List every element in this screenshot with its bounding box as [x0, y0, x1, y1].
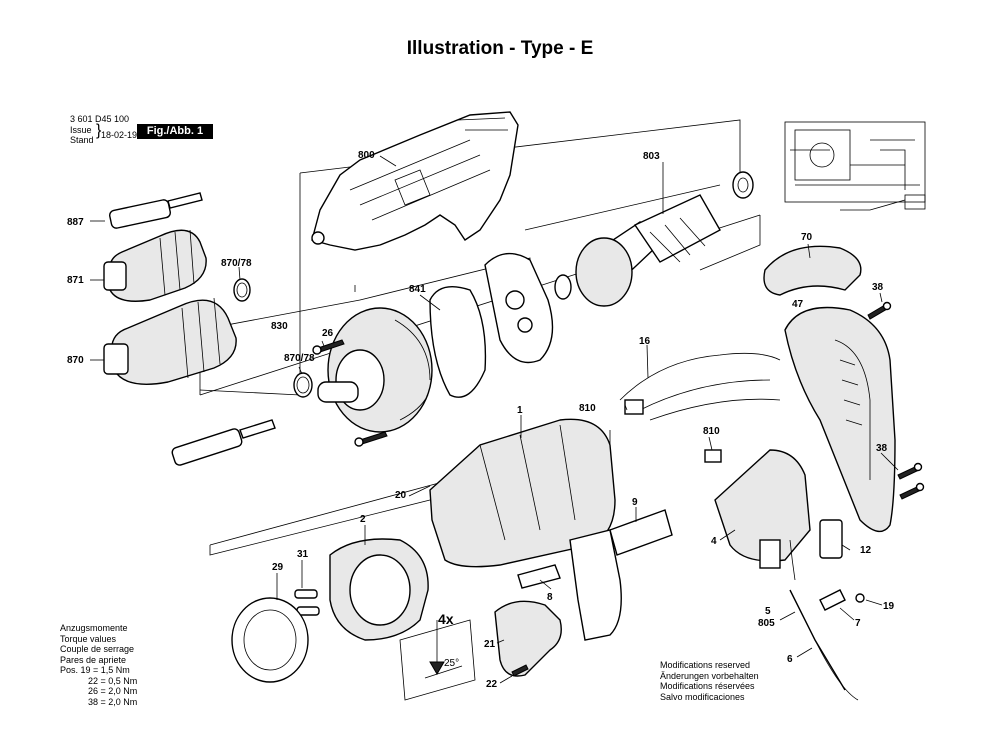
lever-21 [494, 600, 562, 677]
callout-12: 12 [860, 545, 872, 556]
callout-19: 19 [883, 601, 895, 612]
callout-5: 5 [765, 606, 771, 617]
torque-value: 38 = 2,0 Nm [88, 696, 138, 707]
clutch-sleeve-870 [103, 297, 237, 385]
callout-4: 4 [711, 536, 717, 547]
torque-value: 22 = 0,5 Nm [88, 675, 138, 686]
screw-lower [354, 431, 388, 447]
callout-47: 47 [792, 299, 804, 310]
callouts: 800 803 887 871 870/78 870 841 830 26 87… [67, 150, 895, 690]
bracket-29 [231, 597, 309, 683]
callout-8: 8 [547, 592, 553, 603]
page-title: Illustration - Type - E [406, 38, 594, 59]
callout-22: 22 [486, 679, 498, 690]
callout-800: 800 [358, 150, 375, 161]
detail-inset [399, 619, 476, 701]
callout-38-upper: 38 [872, 282, 884, 293]
power-cord-6 [789, 539, 859, 701]
screw-26 [312, 339, 345, 355]
o-ring-870-78 [233, 278, 313, 398]
detail-multiplier: 4x [438, 611, 454, 627]
callout-1: 1 [517, 405, 523, 416]
cable-clamp-7 [819, 589, 865, 611]
callout-810-right: 810 [703, 426, 720, 437]
part-number: 3 601 D45 100 [70, 114, 130, 124]
label-9 [609, 509, 673, 556]
modifications-line: Änderungen vorbehalten [660, 670, 759, 681]
depth-locator-800 [311, 111, 519, 251]
figure-label: Fig./Abb. 1 [137, 124, 213, 139]
bit-holder-887 [109, 192, 203, 229]
callout-26: 26 [322, 328, 334, 339]
armature-803 [554, 171, 754, 307]
screw-38-upper [867, 301, 892, 320]
capacitor-12 [819, 519, 843, 559]
switch-4 [714, 449, 811, 569]
bit-holder-lower [171, 419, 276, 466]
callout-810-left: 810 [579, 403, 596, 414]
modifications-line: Modifications reserved [660, 660, 751, 670]
screw-22 [511, 664, 529, 677]
callout-870: 870 [67, 355, 84, 366]
callout-870-78-upper: 870/78 [221, 258, 252, 269]
callout-871: 871 [67, 275, 84, 286]
callout-16: 16 [639, 336, 651, 347]
gear-plate [429, 252, 554, 398]
screw-38-lower [897, 462, 925, 500]
callout-803: 803 [643, 151, 660, 162]
callout-29: 29 [272, 562, 284, 573]
handle-47 [784, 306, 896, 533]
modifications-text: Modifications reserved Änderungen vorbeh… [660, 660, 759, 702]
field-coil-2 [329, 538, 429, 641]
clutch-sleeve-871 [103, 229, 207, 302]
torque-value: Pos. 19 = 1,5 Nm [60, 665, 130, 675]
callout-21: 21 [484, 639, 496, 650]
callout-2: 2 [360, 514, 366, 525]
torque-line: Anzugsmomente [60, 623, 128, 633]
depth-stop-841 [317, 307, 433, 433]
callout-20: 20 [395, 490, 407, 501]
callout-841: 841 [409, 284, 426, 295]
pins-31 [294, 589, 320, 616]
callout-31: 31 [297, 549, 309, 560]
torque-line: Pares de apriete [60, 654, 127, 665]
wiring-harness-16 [619, 352, 781, 463]
label-8 [517, 564, 561, 589]
issue-date: 18-02-19 [101, 130, 138, 140]
motor-housing-1 [429, 418, 622, 641]
modifications-line: Modifications réservées [660, 681, 755, 691]
wiring-diagram [784, 121, 926, 211]
detail-angle: 25° [444, 658, 459, 669]
modifications-line: Salvo modificaciones [660, 691, 745, 702]
callout-6: 6 [787, 654, 793, 665]
leader-lines [90, 155, 899, 684]
callout-38-lower: 38 [876, 443, 888, 454]
torque-value: 26 = 2,0 Nm [88, 686, 138, 696]
callout-7: 7 [855, 618, 861, 629]
callout-70: 70 [801, 232, 813, 243]
callout-9: 9 [632, 497, 638, 508]
issue-bracket: } [96, 122, 102, 139]
callout-830: 830 [271, 321, 288, 332]
torque-line: Torque values [60, 633, 117, 644]
stand-label: Stand [70, 135, 94, 145]
callout-887: 887 [67, 217, 84, 228]
callout-805: 805 [758, 618, 775, 629]
callout-870-78-lower: 870/78 [284, 353, 315, 364]
torque-line: Couple de serrage [60, 644, 135, 654]
torque-text: Anzugsmomente Torque values Couple de se… [60, 623, 137, 707]
issue-label: Issue [70, 125, 92, 135]
cover-70 [763, 245, 862, 296]
